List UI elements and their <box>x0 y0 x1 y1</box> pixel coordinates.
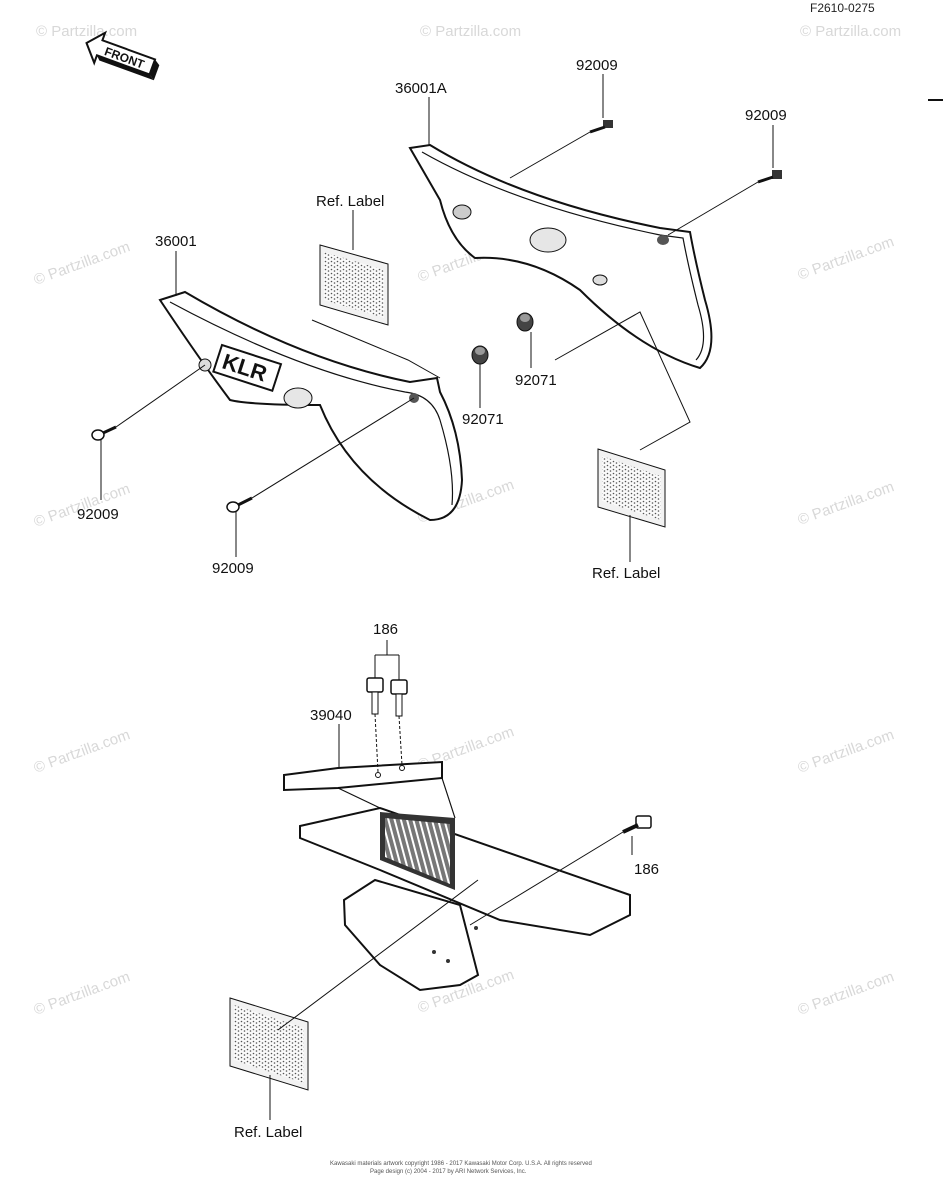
bolt-left-lower <box>91 425 117 441</box>
grommet-right <box>516 312 534 332</box>
bolt-right-top <box>589 120 613 134</box>
side-cover-right <box>408 143 713 370</box>
bolt-hole <box>375 772 381 778</box>
ref-label-bottom <box>229 997 309 1091</box>
side-cover-left: KLR <box>158 290 464 522</box>
callout-ref-label: Ref. Label <box>234 1124 302 1141</box>
watermark: © Partzilla.com <box>796 968 897 1019</box>
callout-92071: 92071 <box>515 372 557 389</box>
watermark: © Partzilla.com <box>800 23 901 40</box>
callout-92009: 92009 <box>576 57 618 74</box>
ref-label-left-top <box>319 244 389 326</box>
callout-39040: 39040 <box>310 707 352 724</box>
callout-ref-label: Ref. Label <box>316 193 384 210</box>
callout-92009: 92009 <box>212 560 254 577</box>
callout-36001: 36001 <box>155 233 197 250</box>
bolt-guard-top-2 <box>390 679 408 717</box>
watermark: © Partzilla.com <box>32 968 133 1019</box>
watermark: © Partzilla.com <box>796 726 897 777</box>
watermark: © Partzilla.com <box>796 478 897 529</box>
callout-92009: 92009 <box>77 506 119 523</box>
leader-lines-lower <box>269 640 633 1120</box>
callout-186: 186 <box>634 861 659 878</box>
leader-lines-upper <box>100 74 774 562</box>
watermark: © Partzilla.com <box>36 23 137 40</box>
figure-code: F2610-0275 <box>810 1 875 15</box>
bolt-guard-side <box>622 815 652 834</box>
chain-guard <box>283 760 631 992</box>
bolt-hole <box>399 765 405 771</box>
watermark: © Partzilla.com <box>32 238 133 289</box>
callout-186: 186 <box>373 621 398 638</box>
watermark: © Partzilla.com <box>796 233 897 284</box>
bolt-right-side <box>757 170 782 184</box>
callout-92009: 92009 <box>745 107 787 124</box>
label-placement-outline <box>311 319 441 379</box>
callout-ref-label: Ref. Label <box>592 565 660 582</box>
watermark: © Partzilla.com <box>420 23 521 40</box>
callout-36001a: 36001A <box>395 80 447 97</box>
bolt-guard-top-1 <box>366 677 384 715</box>
callout-labels: 36001A 92009 92009 Ref. Label 36001 9207… <box>77 57 787 1141</box>
label-placement-outline <box>554 311 691 451</box>
copyright-line-1: Kawasaki materials artwork copyright 198… <box>330 1161 592 1167</box>
bolt-left-bottom <box>226 496 253 513</box>
callout-92071: 92071 <box>462 411 504 428</box>
ref-label-right-bottom <box>597 448 666 528</box>
copyright-line-2: Page design (c) 2004 - 2017 by ARI Netwo… <box>370 1169 527 1175</box>
grommet-left <box>471 345 489 365</box>
watermark: © Partzilla.com <box>32 726 133 777</box>
